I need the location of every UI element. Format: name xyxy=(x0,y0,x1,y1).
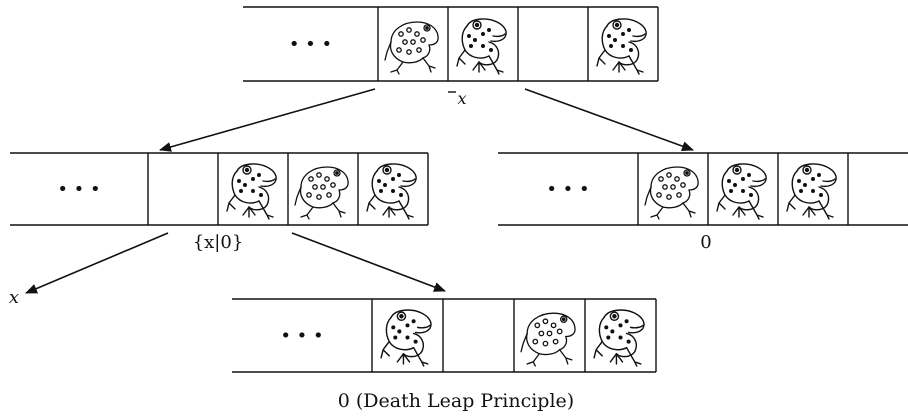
toad-icon xyxy=(384,21,439,75)
frog-icon xyxy=(456,18,507,75)
edge-top-to-left xyxy=(159,88,376,152)
strip-ellipsis: • • • xyxy=(546,179,589,200)
frog-icon xyxy=(380,309,432,367)
strip-bottom: • • • xyxy=(232,298,657,373)
toad-icon xyxy=(644,166,699,220)
strip-top-label: x xyxy=(457,89,466,108)
frog-icon xyxy=(593,309,645,367)
leaf-label: x xyxy=(9,287,19,308)
edge-left-to-bottom xyxy=(291,232,446,292)
frog-icon xyxy=(716,163,767,220)
strip-left: • • • xyxy=(10,152,429,226)
strip-bottom-label: 0 (Death Leap Principle) xyxy=(338,390,574,412)
frog-icon xyxy=(596,18,647,75)
strip-left-label: {x|0} xyxy=(193,232,244,253)
strip-ellipsis: • • • xyxy=(280,326,323,347)
strip-ellipsis: • • • xyxy=(57,179,100,200)
strip-right-label: 0 xyxy=(700,232,711,253)
frog-icon xyxy=(366,163,417,220)
frog-icon xyxy=(226,163,277,220)
strip-ellipsis: • • • xyxy=(289,34,332,55)
strip-right: • • • xyxy=(498,152,908,226)
edge-top-to-right xyxy=(524,88,694,151)
edge-left-to-leaf xyxy=(25,232,169,294)
strips-layer: • • • • • • • • • • • • xyxy=(10,6,908,373)
strip-top: • • • xyxy=(243,6,659,82)
tree-edges xyxy=(25,88,694,294)
toad-icon xyxy=(520,312,576,367)
toad-icon xyxy=(294,166,349,220)
frog-icon xyxy=(786,163,837,220)
